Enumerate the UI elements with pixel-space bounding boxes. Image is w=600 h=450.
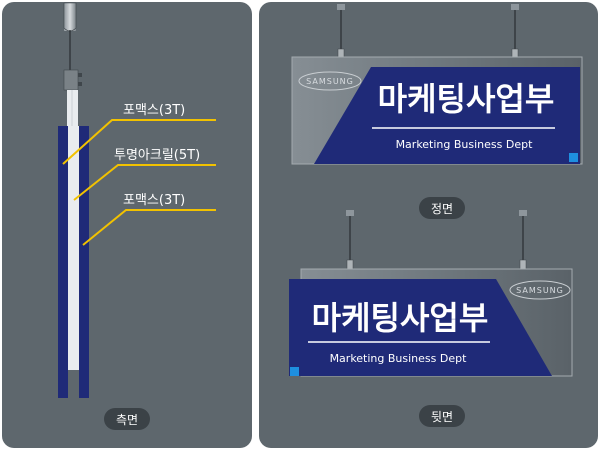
- callout-line-1: [62, 119, 216, 165]
- callout-label-foamex-front: 포맥스(3T): [123, 103, 185, 118]
- front-sign-title: 마케팅사업부: [378, 80, 555, 118]
- clamp-screw-top: [78, 73, 82, 77]
- front-hook-right: [511, 4, 519, 10]
- back-view-title-pill: [419, 405, 465, 427]
- back-clamp-left: [346, 259, 354, 270]
- wire-clamp: [63, 69, 79, 91]
- back-logo-ellipse: [509, 280, 571, 300]
- foamex-layer-front: [58, 126, 68, 398]
- foamex-layer-back: [79, 126, 89, 398]
- acrylic-top-edge: [67, 90, 78, 126]
- back-logo-text: SAMSUNG: [516, 286, 564, 295]
- ceiling-bolt: [64, 3, 76, 31]
- clear-acrylic-layer: [68, 126, 79, 370]
- back-sign-title: 마케팅사업부: [312, 299, 489, 337]
- front-view-title-pill: [419, 197, 465, 219]
- back-view: SAMSUNG 마케팅사업부 Marketing Business Dept 뒷…: [289, 210, 573, 427]
- front-hook-left: [337, 4, 345, 10]
- callout-line-3: [82, 209, 216, 246]
- back-hook-left: [346, 210, 354, 216]
- front-logo-ellipse: [298, 71, 362, 91]
- back-navy-banner: [289, 279, 552, 376]
- side-view-panel: 포맥스(3T) 투명아크릴(5T) 포맥스(3T) 측면: [2, 2, 252, 448]
- side-view-title-pill: [104, 408, 150, 430]
- front-view-title: 정면: [431, 202, 453, 216]
- ceiling-bolt-outline: [63, 2, 77, 32]
- back-sign-subtitle: Marketing Business Dept: [330, 352, 468, 365]
- front-back-panel: SAMSUNG 마케팅사업부 Marketing Business Dept 정…: [259, 2, 598, 448]
- front-navy-banner: [314, 67, 580, 164]
- callout-label-acrylic: 투명아크릴(5T): [114, 148, 200, 163]
- clamp-screw-bottom: [78, 82, 82, 86]
- back-accent-square: [290, 367, 299, 376]
- side-view-title: 측면: [116, 413, 138, 427]
- back-view-title: 뒷면: [431, 410, 453, 424]
- callout-label-foamex-back: 포맥스(3T): [123, 193, 185, 208]
- back-clamp-right: [519, 259, 527, 270]
- back-hook-right: [519, 210, 527, 216]
- acrylic-bottom-gap: [68, 370, 79, 398]
- front-logo-text: SAMSUNG: [306, 77, 354, 86]
- front-view: SAMSUNG 마케팅사업부 Marketing Business Dept 정…: [291, 4, 583, 219]
- front-sign-subtitle: Marketing Business Dept: [396, 138, 534, 151]
- callout-line-2: [73, 164, 216, 201]
- front-accent-square: [569, 153, 578, 162]
- side-panel-background: [2, 2, 252, 448]
